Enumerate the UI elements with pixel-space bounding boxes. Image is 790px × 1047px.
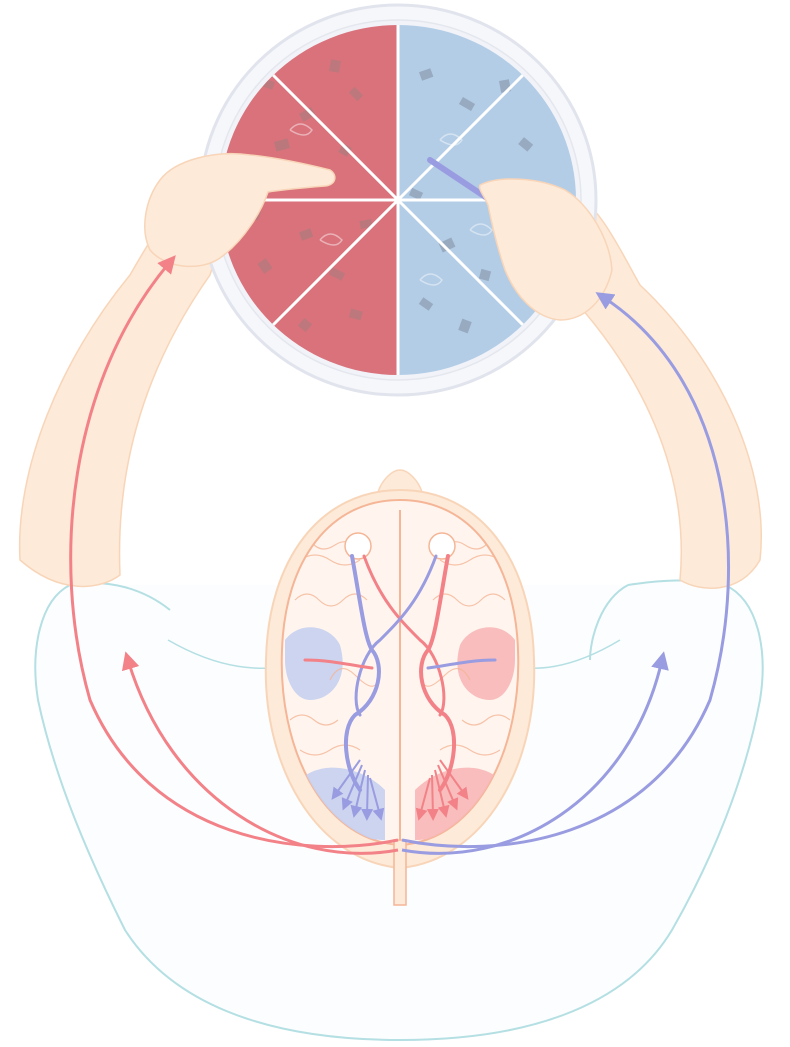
brain-icon	[282, 500, 519, 845]
nose	[378, 470, 422, 492]
